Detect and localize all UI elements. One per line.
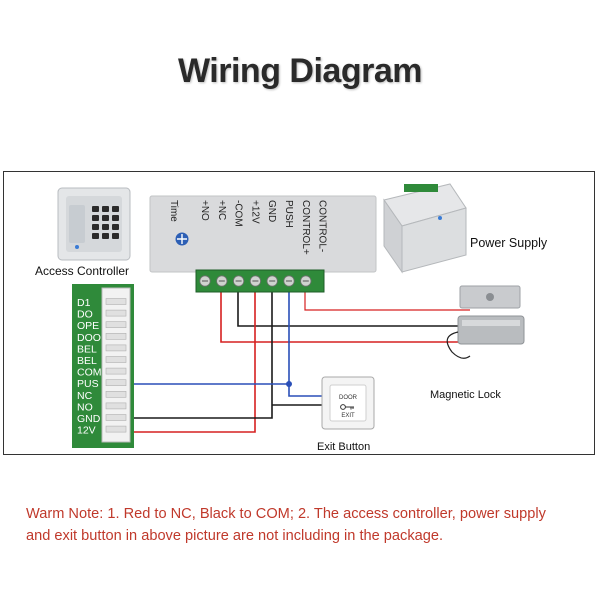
- controller-terminal-label: 12V: [77, 425, 96, 437]
- power-terminal-label: CONTROL-: [317, 200, 328, 252]
- ps-terminals: [404, 184, 438, 192]
- time-label: Time: [168, 200, 179, 222]
- controller-terminal-label: DO: [77, 309, 93, 321]
- controller-terminal-label: BEL: [77, 343, 97, 355]
- magnetic-lock: [446, 285, 525, 359]
- controller-terminal-slot: [105, 390, 127, 398]
- controller-terminal-label: NO: [77, 401, 93, 413]
- terminal-screws: [199, 275, 312, 287]
- controller-terminal-slot: [105, 344, 127, 352]
- wire-blue-push-to-exit: [288, 384, 322, 397]
- access-controller: [57, 187, 131, 261]
- keypad-buttons: [92, 206, 119, 239]
- power-terminal-label: +NO: [199, 200, 210, 221]
- key-icon: [340, 404, 354, 410]
- power-terminal-labels: +NO +NC -COM +12V GND PUSH CONTROL+ CONTROL-: [199, 200, 328, 255]
- wires: [132, 290, 470, 433]
- controller-terminal-slot: [105, 332, 127, 340]
- led-icon: [75, 245, 79, 249]
- power-terminal-label: -COM: [233, 200, 244, 227]
- power-terminal-label: PUSH: [283, 200, 294, 228]
- warm-note-line-1: Warm Note: 1. Red to NC, Black to COM; 2…: [26, 506, 546, 522]
- controller-terminal-label: BEL: [77, 355, 97, 367]
- wire-blue-push: [132, 290, 290, 385]
- power-terminal-label: CONTROL+: [300, 200, 311, 255]
- controller-terminal-label: DOO: [77, 332, 101, 344]
- exit-button: DOOR EXIT: [321, 376, 375, 430]
- wire-black-gnd-to-controller: [132, 290, 273, 419]
- controller-terminal-label: NC: [77, 390, 93, 402]
- exit-button-door-text: DOOR: [339, 395, 358, 401]
- wire-junction: [286, 381, 292, 387]
- diagram-frame: [3, 171, 595, 455]
- controller-terminal-slot: [105, 298, 127, 305]
- warm-note-line-2: and exit button in above picture are not…: [26, 528, 444, 544]
- lock-lead-wires: [446, 331, 471, 359]
- power-terminal-label: GND: [266, 200, 277, 222]
- rfid-area: [69, 205, 85, 243]
- wire-black-com-to-lock: [237, 290, 458, 327]
- controller-terminal-label: D1: [77, 297, 91, 309]
- controller-terminal-slot: [105, 379, 127, 387]
- power-supply-label: Power Supply: [470, 236, 548, 250]
- exit-button-exit-text: EXIT: [341, 413, 355, 419]
- warm-note: Warm Note: 1. Red to NC, Black to COM; 2…: [26, 503, 596, 547]
- controller-terminal-label: GND: [77, 413, 101, 425]
- time-knob-mark: [177, 234, 187, 244]
- power-terminal-label: +NC: [216, 200, 227, 220]
- power-terminal-label: +12V: [249, 200, 260, 224]
- magnetic-lock-label: Magnetic Lock: [430, 389, 501, 401]
- controller-terminal-slot: [105, 367, 127, 375]
- power-supply: [383, 183, 467, 274]
- controller-terminal-slot: [105, 309, 127, 317]
- wire-red-nc-to-lock: [220, 290, 458, 343]
- controller-terminal-slot: [105, 356, 127, 363]
- terminal-slots: [105, 298, 127, 433]
- controller-terminal-slot: [105, 321, 127, 329]
- controller-terminal-label: PUS: [77, 378, 99, 390]
- ps-led-icon: [438, 216, 442, 220]
- armature-bolt-icon: [486, 293, 494, 301]
- power-control-box: Time +NO +NC -COM +12V GND PUSH CONTROL+ CONTRO…: [149, 195, 377, 293]
- page-title: Wiring Diagram: [178, 52, 422, 90]
- controller-terminal-slot: [105, 425, 127, 433]
- controller-terminal-slot: [105, 414, 127, 421]
- lock-face: [462, 320, 520, 326]
- controller-terminal-slot: [105, 402, 127, 410]
- access-controller-label: Access Controller: [35, 264, 129, 278]
- wire-ps-red: [304, 290, 470, 311]
- controller-terminal-label: COM: [77, 367, 102, 379]
- exit-button-label: Exit Button: [317, 441, 370, 453]
- wire-red-12v-to-controller: [132, 290, 256, 433]
- controller-terminal-label: OPE: [77, 320, 99, 332]
